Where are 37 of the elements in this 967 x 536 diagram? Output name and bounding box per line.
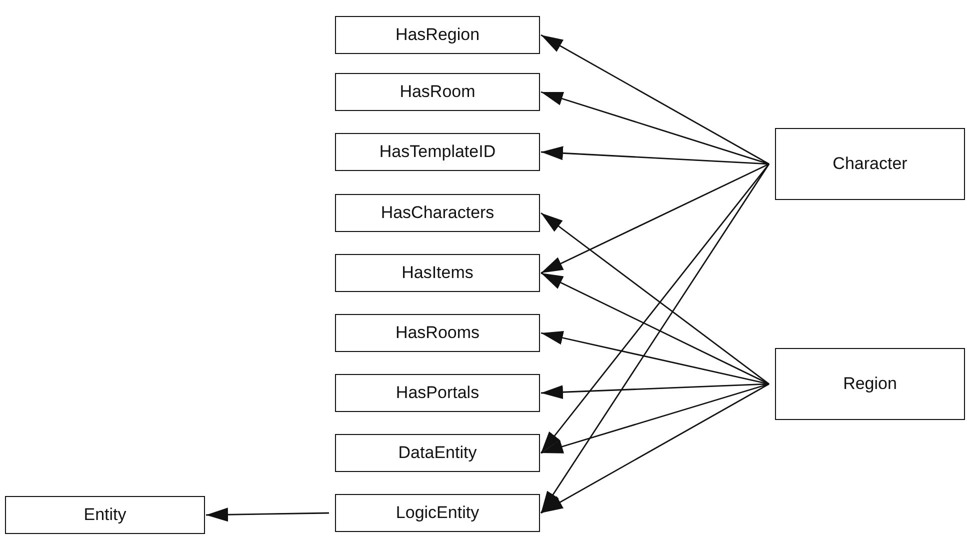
class-box [5,496,205,534]
arrow [540,34,770,165]
arrow [540,163,770,274]
class-box [335,494,540,532]
class-name: LogicEntity [396,503,480,523]
arrow [540,164,770,514]
arrow [206,508,330,522]
class-box [335,194,540,232]
arrow [540,212,770,385]
arrow [540,383,770,400]
class-name: Region [843,374,897,394]
arrow [540,330,770,385]
arrow [540,164,770,454]
class-box [335,73,540,111]
class-box [335,434,540,472]
class-name: HasRoom [400,82,476,102]
class-name: HasItems [402,263,474,283]
arrow [540,272,770,385]
class-box [335,133,540,171]
class-box [335,374,540,412]
class-box [335,254,540,292]
arrow [540,146,770,165]
arrow [540,91,770,165]
class-name: Entity [84,505,126,525]
class-name: HasTemplateID [379,142,496,162]
class-name: Character [832,154,908,174]
class-name: HasPortals [396,383,480,403]
class-name: DataEntity [398,443,477,463]
class-box [775,128,965,200]
class-box [775,348,965,420]
class-name: HasRooms [395,323,480,343]
class-name: HasCharacters [380,203,494,223]
class-name: HasRegion [395,25,480,45]
arrow [540,383,770,454]
arrow [540,383,770,514]
class-box [335,314,540,352]
class-box [335,16,540,54]
